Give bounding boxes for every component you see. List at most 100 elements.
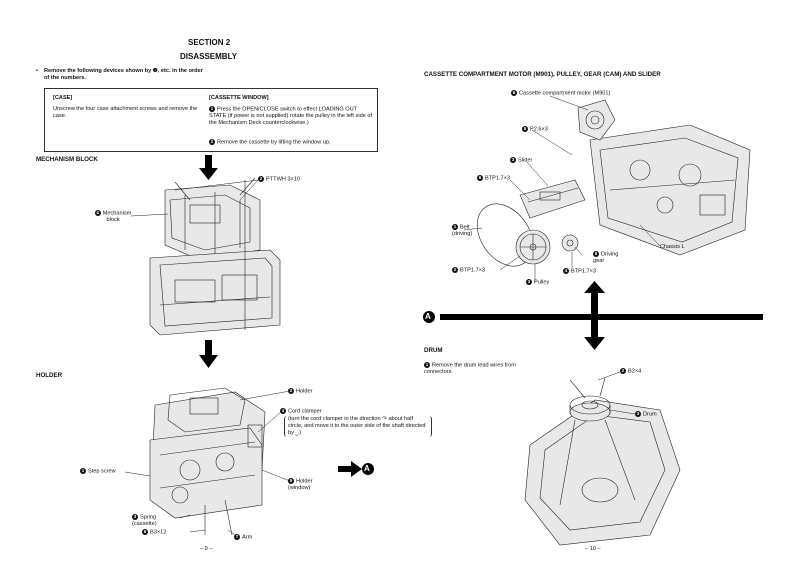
pttwh-text: PTTWH 3×10 (266, 176, 301, 183)
marker-driving-gear: 5 (593, 251, 599, 257)
pulley-drawing (515, 229, 551, 265)
arm-text: Arm (242, 534, 253, 541)
btp-a-text: BTP1.7×3 (485, 175, 511, 182)
ref-a-letter-left: A (364, 464, 370, 473)
btp-c-text: BTP1.7×3 (571, 268, 597, 275)
drum-heading: DRUM (424, 347, 443, 354)
marker-btp-b: 2 (452, 267, 458, 273)
case-header: [CASE] (53, 95, 73, 101)
driving-gear-text: Driving gear (593, 251, 619, 265)
right-heading: CASSETTE COMPARTMENT MOTOR (M901), PULLE… (424, 71, 661, 78)
marker-arm: 7 (234, 534, 240, 540)
step2-marker: 2 (209, 139, 215, 145)
left-leaders (124, 179, 291, 538)
p26-text: P2.6×3 (530, 126, 548, 133)
ref-a-circle-right (423, 311, 435, 323)
down-arrow-2 (199, 340, 218, 368)
cord-clamper-instruction: (turn the cord clamper in the direction … (284, 416, 432, 437)
separator-line (440, 314, 763, 320)
drum-step-marker: 1 (424, 362, 430, 368)
marker-cord: 4 (280, 408, 286, 414)
holder-text: Holder (296, 388, 313, 395)
marker-belt: 1 (452, 224, 458, 230)
mechanism-block-heading: MECHANISM BLOCK (36, 156, 98, 163)
belt-text: Belt (driving) (452, 224, 473, 238)
step-screw-text: Step screw (88, 468, 116, 475)
mechanism-block-text: Mechanism block (102, 210, 132, 224)
marker-mechanism: 4 (94, 210, 101, 216)
marker-slider: 3 (510, 157, 516, 163)
slider-drawing (519, 179, 586, 219)
page-number-10: – 10 – (585, 546, 601, 552)
spring-text: Spring (cassette) (132, 514, 157, 528)
marker-btp-c: 4 (563, 268, 569, 274)
marker-btp-a: 6 (477, 175, 483, 181)
b3-text: B3×12 (150, 529, 167, 536)
right-arrow-a (338, 461, 362, 477)
marker-drum: 3 (635, 411, 641, 417)
ref-a-letter-right: A (425, 312, 431, 321)
window-step1-text: Press the OPEN/CLOSE switch to effect LO… (209, 106, 373, 127)
marker-holder: 2 (288, 388, 294, 394)
marker-b2: 2 (620, 368, 626, 374)
belt-drawing (477, 203, 533, 267)
holder-heading: HOLDER (36, 372, 63, 379)
step1-marker: 1 (209, 106, 215, 112)
marker-spring: 3 (132, 514, 138, 520)
case-text: Unscrew the four case attachment screws … (53, 106, 198, 119)
motor-text: Cassette compartment motor (M901) (519, 90, 611, 97)
holder-drawing (149, 387, 266, 536)
instruction-table: [CASE] Unscrew the four case attachment … (44, 88, 378, 152)
chassis-drawing (589, 124, 751, 256)
holder-window-text: Holder (window) (288, 478, 313, 492)
intro-text: Remove the following devices shown by ❶,… (44, 68, 203, 81)
slider-text: Slider (518, 157, 533, 164)
up-down-arrow (584, 281, 605, 350)
b2-text: B2×4 (628, 368, 642, 375)
window-step2-text: Remove the cassette by lifting the windo… (217, 139, 331, 146)
motor-drawing (577, 99, 616, 141)
cord-clamper-text: Cord clamper (288, 408, 322, 415)
drum-text: Drum (643, 411, 657, 418)
marker-holder-window: 5 (288, 478, 294, 484)
drum-step-text: Remove the drum lead wires from connecto… (424, 362, 516, 376)
marker-pttwh: 2 (258, 176, 264, 182)
driving-gear-drawing (561, 234, 579, 252)
pulley-text: Pulley (534, 279, 550, 286)
btp-b-text: BTP1.7×3 (460, 267, 486, 274)
label-chassis-l: Chassis L (660, 244, 685, 250)
intro-bullet: • (36, 68, 38, 74)
marker-b3: 6 (142, 529, 148, 535)
page-number-9: – 9 – (200, 546, 213, 552)
drum-assembly-drawing (524, 377, 681, 546)
window-header: [CASSETTE WINDOW] (209, 95, 269, 101)
marker-pulley: 3 (526, 279, 532, 285)
mechanism-block-drawing (149, 177, 281, 336)
down-arrow-1 (199, 155, 218, 180)
right-leaders (463, 95, 661, 415)
